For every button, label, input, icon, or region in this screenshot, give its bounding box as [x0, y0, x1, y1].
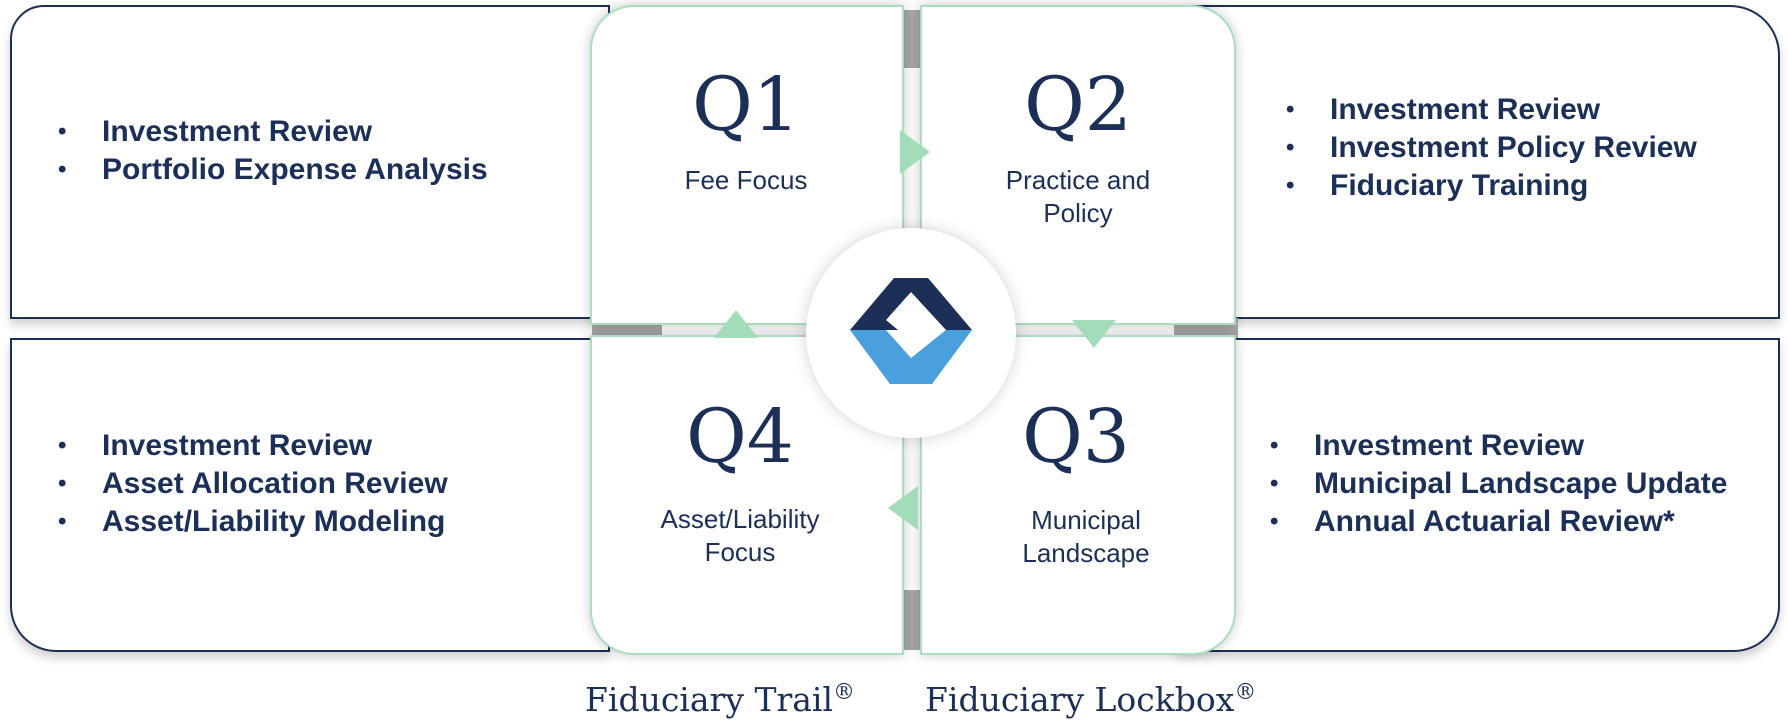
arrow-up-icon: [714, 310, 758, 338]
caption-fiduciary-trail: Fiduciary Trail®: [585, 680, 856, 719]
list-item: Municipal Landscape Update: [1268, 465, 1727, 503]
list-item: Portfolio Expense Analysis: [56, 151, 488, 189]
q2-activities-list: Investment Review Investment Policy Revi…: [1284, 91, 1697, 205]
quadrant-q1-label: Fee Focus: [684, 165, 808, 195]
quadrant-q4-label: Asset/Liability Focus: [660, 504, 820, 567]
list-item: Asset Allocation Review: [56, 465, 448, 503]
logo-dark-part: [850, 278, 972, 330]
arrow-right-icon: [900, 130, 930, 174]
list-item: Investment Review: [56, 113, 488, 151]
arrow-down-icon: [1072, 320, 1116, 348]
list-item: Fiduciary Training: [1284, 167, 1697, 205]
caption-fiduciary-lockbox: Fiduciary Lockbox®: [925, 680, 1257, 719]
arrow-left-icon: [888, 486, 918, 530]
list-item: Annual Actuarial Review*: [1268, 503, 1727, 541]
logo-light-part: [850, 330, 972, 384]
list-item: Investment Review: [1284, 91, 1697, 129]
quadrant-q2-label: Practice and Policy: [1005, 165, 1151, 228]
quadrant-q1-number: Q1: [692, 62, 800, 148]
logo-notch: [898, 318, 924, 344]
divider-gap-top: [902, 10, 922, 68]
q4-activities-list: Investment Review Asset Allocation Revie…: [56, 427, 448, 541]
company-logo-icon: [850, 278, 972, 384]
q3-activities-list: Investment Review Municipal Landscape Up…: [1268, 427, 1727, 541]
list-item: Investment Policy Review: [1284, 129, 1697, 167]
list-item: Investment Review: [56, 427, 448, 465]
quadrant-q3-label: Municipal Landscape: [1022, 505, 1150, 568]
list-item: Asset/Liability Modeling: [56, 503, 448, 541]
list-item: Investment Review: [1268, 427, 1727, 465]
quadrant-q2-number: Q2: [1024, 62, 1132, 148]
q1-activities-list: Investment Review Portfolio Expense Anal…: [56, 113, 488, 189]
divider-gap-bottom: [902, 590, 922, 650]
quadrant-q3-number: Q3: [1022, 394, 1130, 480]
quadrant-q4-number: Q4: [686, 394, 794, 480]
center-logo-circle: [806, 228, 1016, 438]
